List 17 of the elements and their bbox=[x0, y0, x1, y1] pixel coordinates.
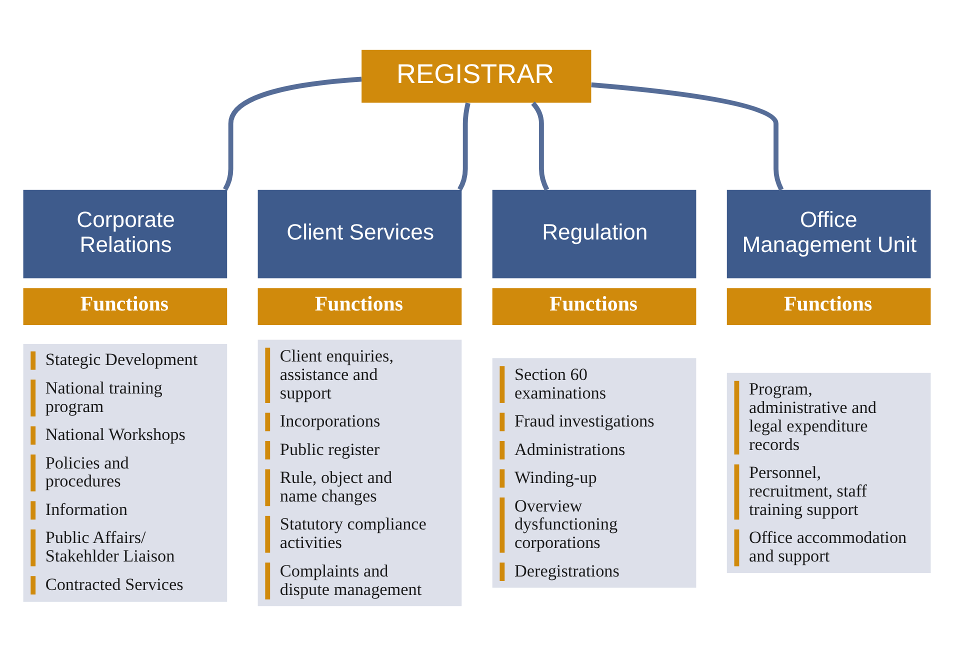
node-box: Program, administrative and legal expenditure records Personnel, recruitment, staff training support Office accommodation and support bbox=[726, 372, 931, 573]
node-box: REGISTRAR bbox=[362, 49, 592, 102]
node-box: Stategic Development National training program National Workshops Policies and procedures Information Public Affairs/ Stakehlder Liaison Contracted Services bbox=[23, 344, 228, 602]
connector bbox=[531, 101, 550, 190]
node-box: Section 60 examinations Fraud investigations Administrations Winding-up Overview dysfunctioning corporations Deregistrations bbox=[492, 358, 696, 588]
node-box: Client Services bbox=[258, 189, 462, 278]
node-box: Functions bbox=[258, 288, 462, 324]
node-box: Functions bbox=[23, 288, 228, 324]
node-box: Office Management Unit bbox=[726, 189, 931, 278]
node-box: Client enquiries, assistance and support Incorporations Public register Rule, object and name changes Statutory compliance activities Complaints and dispute management bbox=[258, 339, 462, 606]
connector bbox=[458, 102, 470, 190]
node-box: Corporate Relations bbox=[23, 189, 228, 278]
node-box: Functions bbox=[726, 288, 931, 324]
node-box: Functions bbox=[492, 288, 696, 324]
node-box: Regulation bbox=[492, 189, 696, 278]
connector bbox=[222, 76, 362, 190]
connector bbox=[591, 82, 784, 190]
